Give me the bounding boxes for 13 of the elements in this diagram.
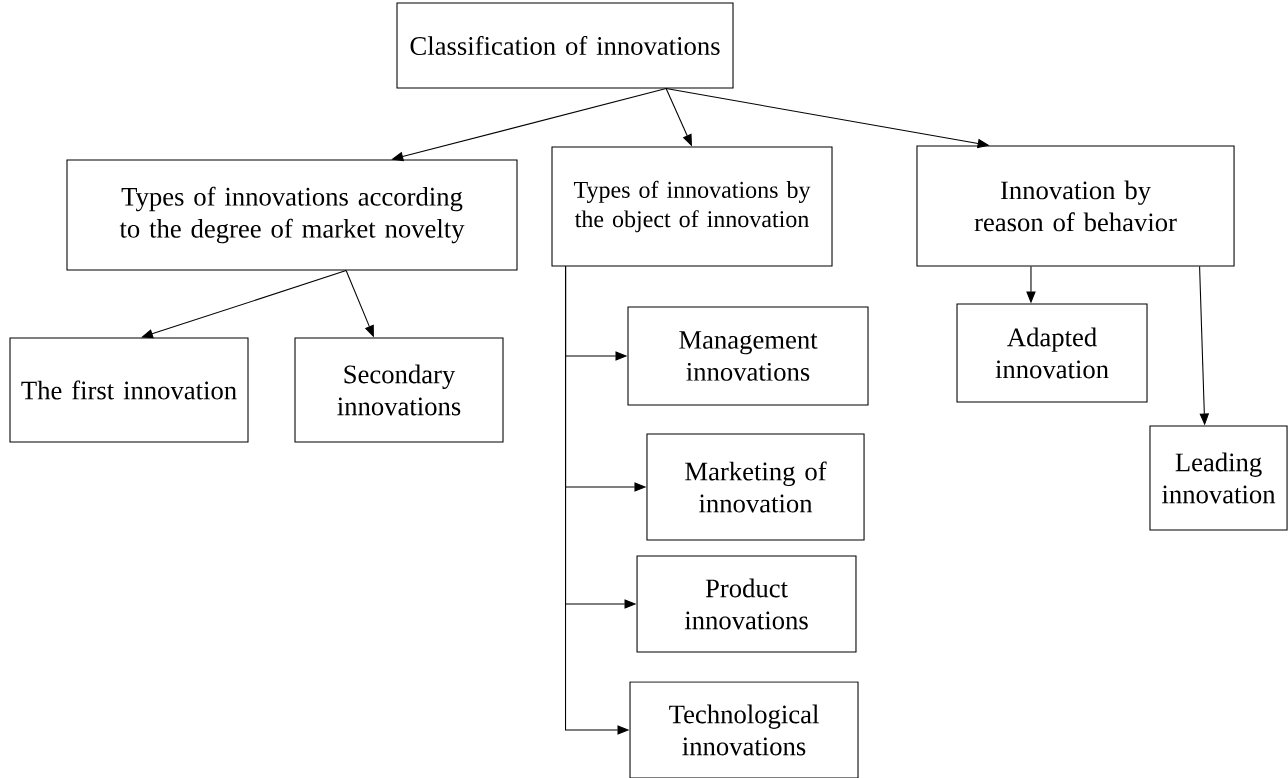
category-box: Types of innovations by the object of innovation: [551, 146, 833, 267]
category-box: Adapted innovation: [956, 303, 1148, 403]
category-box: Secondary innovations: [294, 337, 504, 443]
category-box: Product innovations: [636, 555, 857, 653]
category-box: The first innovation: [9, 337, 249, 443]
category-box: Management innovations: [627, 306, 869, 406]
category-box: Marketing of innovation: [646, 433, 865, 541]
category-box: Technological innovations: [629, 681, 859, 778]
category-box: Types of innovations according to the degree of market novelty: [66, 159, 518, 271]
category-box: Leading innovation: [1149, 425, 1288, 531]
category-box: Innovation by reason of behavior: [916, 145, 1235, 267]
category-box: Classification of innovations: [396, 2, 734, 89]
arrow: [141, 270, 347, 339]
